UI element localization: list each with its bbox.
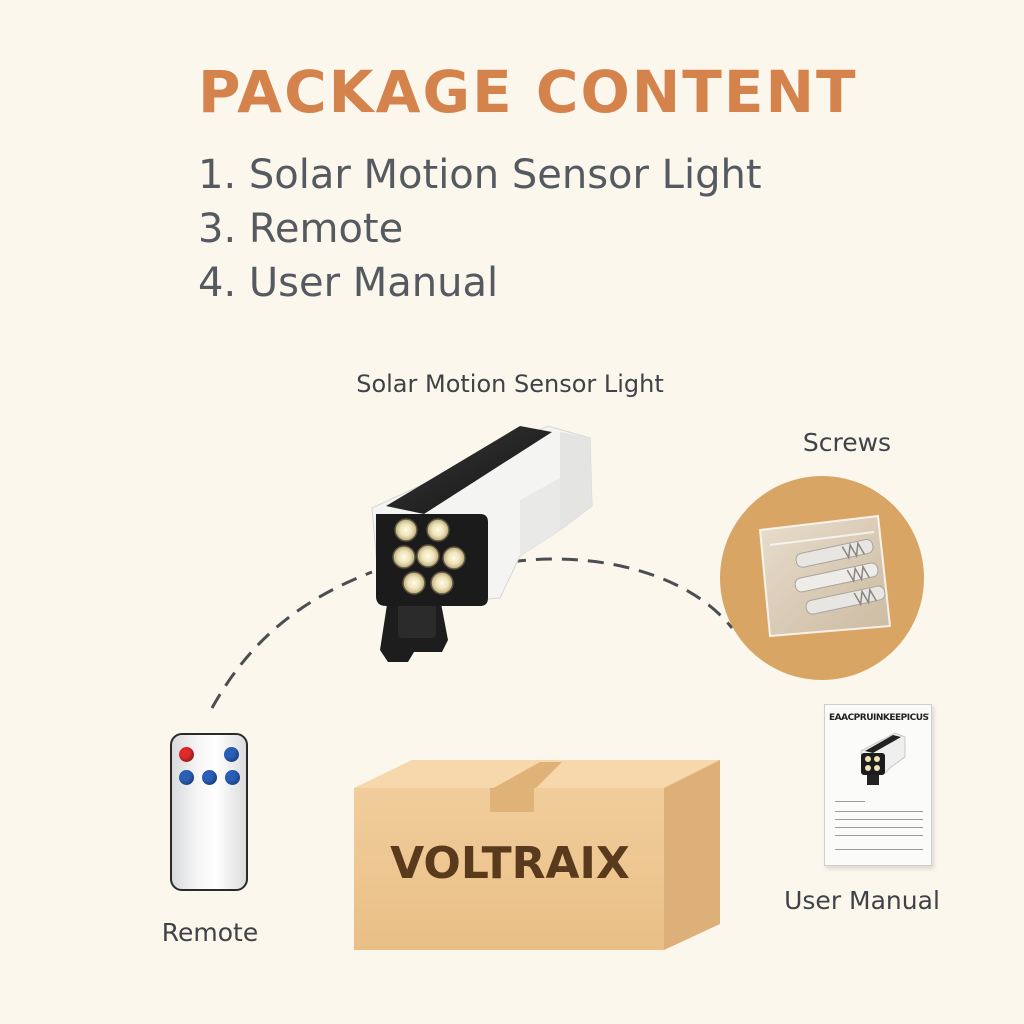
dashed-connector-left — [210, 570, 373, 709]
content-item-light: 1. Solar Motion Sensor Light — [198, 152, 762, 198]
caption-user-manual: User Manual — [784, 886, 940, 915]
solar-light-icon — [371, 425, 593, 662]
remote-blue-button — [225, 770, 240, 785]
remote-blue-button — [202, 770, 217, 785]
content-item-remote: 3. Remote — [198, 206, 404, 252]
box-brand-label: VOLTRAIX — [390, 838, 630, 889]
package-box-icon — [354, 760, 720, 950]
caption-screws: Screws — [802, 428, 892, 457]
screws-icon — [720, 476, 924, 680]
manual-light-thumbnail-icon — [860, 732, 906, 785]
page-title: PACKAGE CONTENT — [198, 58, 858, 126]
manual-cover-title: EAACPRUINKEEPICUST — [829, 713, 929, 723]
remote-red-button — [179, 747, 194, 762]
caption-solar-light: Solar Motion Sensor Light — [356, 370, 664, 398]
remote-blue-button — [179, 770, 194, 785]
package-content-list: 1. Solar Motion Sensor Light 3. Remote 4… — [198, 148, 762, 310]
content-item-manual: 4. User Manual — [198, 260, 499, 306]
user-manual-icon: EAACPRUINKEEPICUST — [824, 704, 932, 866]
remote-icon — [170, 733, 248, 891]
dashed-connector-right — [509, 557, 734, 629]
caption-remote: Remote — [161, 918, 259, 947]
remote-blue-button — [224, 747, 239, 762]
